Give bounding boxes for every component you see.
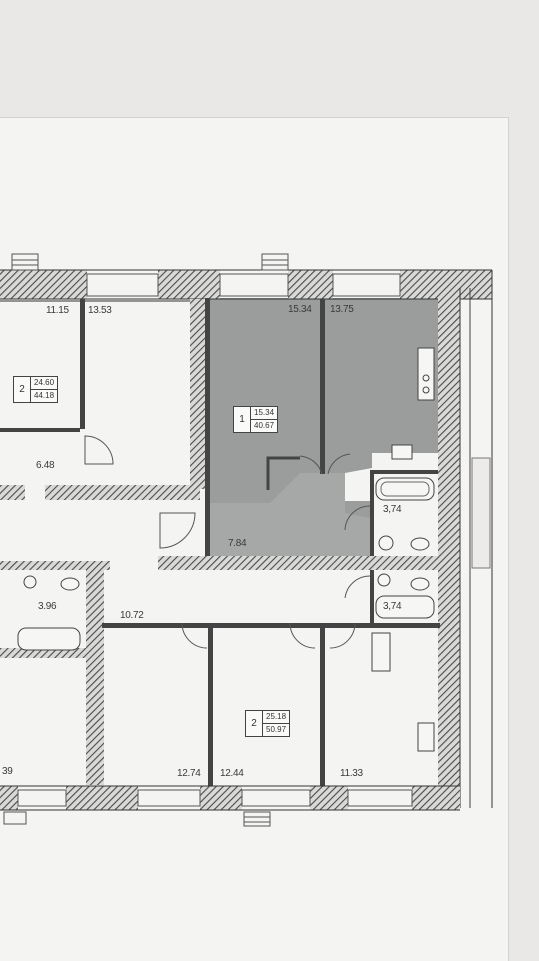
area-left-room-b: 13.53 [88,305,112,316]
area-center-bath: 3,74 [383,504,402,515]
apartment-rooms: 2 [246,711,263,736]
apartment-total-area: 40.67 [254,421,275,430]
area-left-bath: 3.96 [38,601,57,612]
right-wall [438,270,493,808]
area-left-room-c: 39 [2,766,13,777]
apartment-badge: 1 15.34 40.67 [233,406,279,433]
bottom-wall [0,785,460,827]
area-lower-hall: 10.72 [120,610,144,621]
plan-sheet: 11.15 13.53 15.34 13.75 6.48 3,74 7.84 3… [0,117,509,961]
area-lower-bath: 3,74 [383,601,402,612]
apartment-total-area: 50.97 [266,725,287,734]
center-apartment-walls [159,298,438,563]
floor-plan [0,253,493,827]
left-apartment-walls [0,299,208,500]
area-lower-room-b: 12.44 [220,768,244,779]
area-center-hall: 7.84 [228,538,247,549]
area-lower-kitchen: 11.33 [340,768,363,779]
area-lower-room-a: 12.74 [177,768,201,779]
apartment-rooms: 2 [14,377,31,402]
area-left-hall: 6.48 [36,460,55,471]
apartment-living-area: 15.34 [251,407,278,420]
corridor-walls [0,556,443,788]
apartment-badge: 2 24.60 44.18 [13,376,59,403]
area-center-kitchen: 13.75 [330,304,354,315]
area-center-room: 15.34 [288,304,312,315]
apartment-badge: 2 25.18 50.97 [245,710,291,737]
apartment-rooms: 1 [234,407,251,432]
area-left-room-a: 11.15 [46,305,69,316]
apartment-total-area: 44.18 [34,391,55,400]
apartment-living-area: 24.60 [31,377,58,390]
top-wall [0,253,492,300]
apartment-living-area: 25.18 [263,711,290,724]
